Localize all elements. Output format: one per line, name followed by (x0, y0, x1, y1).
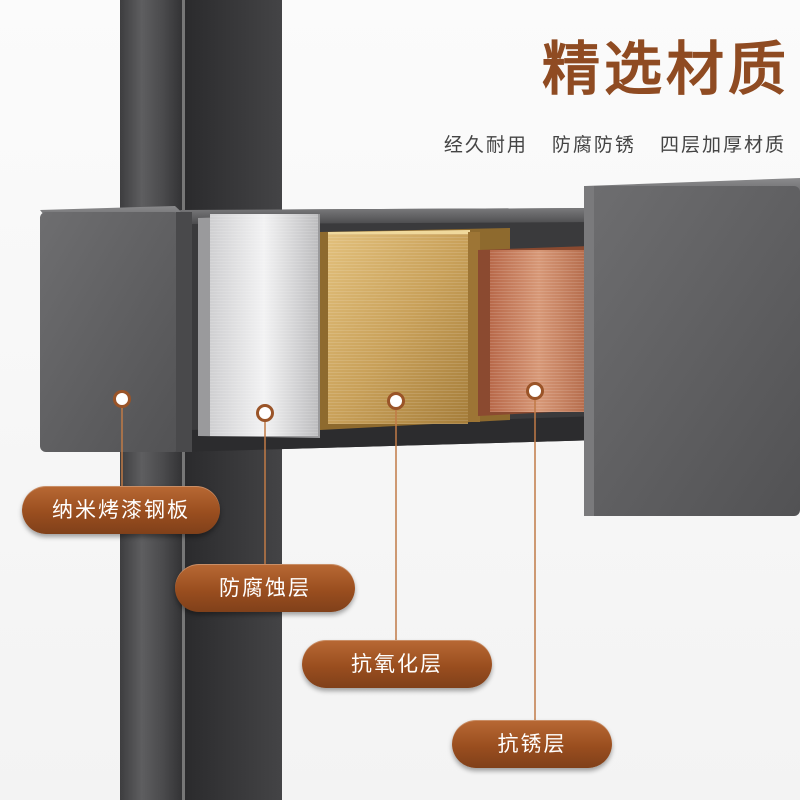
feature-item-four-layer: 四层加厚材质 (659, 134, 786, 156)
marker-dot-gold (387, 392, 405, 410)
marker-dot-silver (256, 404, 274, 422)
label-nano-paint-steel: 纳米烤漆钢板 (22, 486, 220, 534)
silver-layer (198, 214, 320, 438)
right-end-cap (584, 178, 800, 516)
label-anticorrosion-layer: 防腐蚀层 (175, 564, 355, 612)
left-end-cap (40, 206, 192, 452)
marker-dot-copper (526, 382, 544, 400)
page-title: 精选材质 (541, 35, 790, 103)
marker-dot-steel (113, 390, 131, 408)
leader-lines (121, 398, 536, 720)
feature-list: 经久耐用 防腐防锈 四层加厚材质 (286, 130, 786, 157)
feature-item-anticorrosion: 防腐防锈 (551, 134, 636, 156)
label-antirust-layer: 抗锈层 (452, 720, 612, 768)
feature-item-durable: 经久耐用 (443, 134, 528, 156)
label-antioxidation-layer: 抗氧化层 (302, 640, 492, 688)
